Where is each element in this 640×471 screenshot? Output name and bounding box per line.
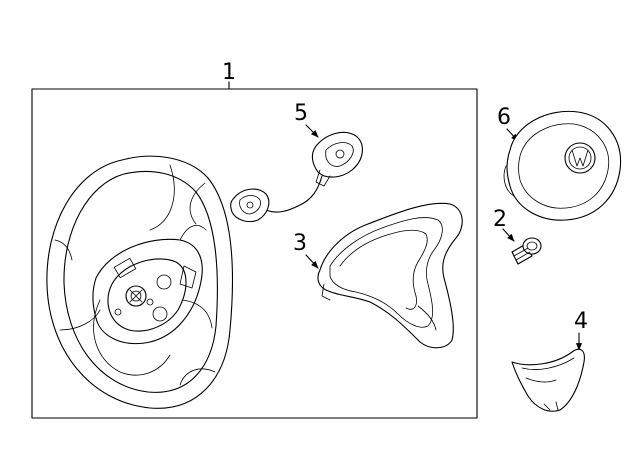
callout-4: 4: [574, 309, 588, 334]
callout-2: 2: [493, 207, 507, 232]
callout-3: 3: [293, 231, 307, 256]
assembly-frame: [31, 88, 478, 419]
airbag-module-icon: [503, 110, 622, 221]
callout-5: 5: [294, 101, 308, 126]
screw-icon: [511, 237, 542, 265]
lower-cover-icon: [511, 348, 585, 412]
callout-5-arrow: [305, 124, 319, 138]
steering-wheel-icon: [46, 155, 233, 409]
callout-3-arrow: [305, 254, 319, 269]
callout-2-arrow: [502, 228, 515, 242]
trim-cover-icon: [317, 202, 463, 349]
callout-6: 6: [497, 105, 511, 130]
control-switch-icon: [230, 131, 363, 223]
callout-1: 1: [222, 60, 236, 85]
